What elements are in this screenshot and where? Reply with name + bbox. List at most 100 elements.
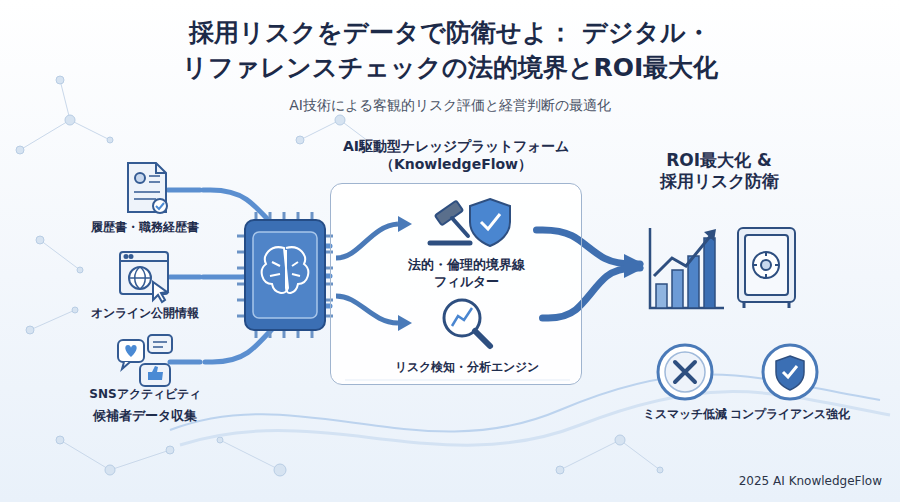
safe-icon: [738, 228, 795, 308]
title: 採用リスクをデータで防衛せよ： デジタル・リファレンスチェックの法的境界とROI…: [0, 16, 900, 85]
inner-arrow-part: [398, 315, 412, 331]
ai-chip-part-part: [256, 330, 312, 338]
resume-icon-part: [128, 163, 166, 212]
engine-module: リスク検知・分析エンジン: [391, 296, 543, 378]
benefit-circle: ミスマッチ低減: [639, 343, 731, 425]
platform-box: 法的・倫理的境界線 フィルターリスク検知・分析エンジンAI駆動型ナレッジプラット…: [330, 183, 582, 385]
network-decoration-part-part: [166, 446, 174, 454]
magnifier-icon: [444, 300, 490, 346]
ai-chip-part-part: [256, 212, 312, 220]
mismatch-circle-part: [665, 352, 705, 392]
online-icon-part: [129, 267, 151, 289]
sns-icon-part: [125, 345, 136, 357]
platform-shade: [345, 380, 570, 381]
node-text: ミスマッチ低減: [643, 407, 727, 423]
ai-chip-part: [262, 247, 309, 293]
network-decoration: [16, 76, 663, 476]
mismatch-circle-part: [658, 345, 712, 399]
node-text: コンプライアンス強化: [730, 407, 850, 423]
resume-icon-part: [134, 176, 160, 199]
inner-arrow: [336, 216, 412, 331]
node-text: 履歴書・職務経歴書: [91, 220, 199, 236]
input-source: 履歴書・職務経歴書: [87, 160, 203, 238]
sns-icon-part: [122, 362, 130, 369]
online-icon-part: [153, 282, 167, 302]
filter-module: 法的・倫理的境界線 フィルター: [397, 193, 537, 293]
network-decoration-part-part: [615, 435, 625, 445]
ai-chip-part-part: [237, 236, 245, 316]
resume-icon-part: [153, 199, 167, 213]
resume-icon-part: [135, 173, 145, 183]
network-decoration-part-part: [26, 326, 34, 334]
network-decoration-part: [20, 80, 660, 470]
safe-icon-part: [753, 252, 779, 278]
ai-chip-part-part: [286, 247, 308, 293]
ai-chip-part: [237, 212, 333, 338]
network-decoration-part-part: [296, 136, 304, 144]
safe-icon-part: [745, 235, 788, 295]
group-label: 候補者データ収集: [93, 407, 197, 425]
safe-icon-part: [744, 302, 789, 308]
subtitle: AI技術による客観的リスク評価と経営判断の最適化: [0, 97, 900, 115]
network-decoration-part-part: [274, 464, 286, 476]
gavel-shield-icon-part: [481, 214, 500, 229]
node-text: 法的・倫理的境界線 フィルター: [401, 257, 533, 291]
input-source: オンライン公開情報: [87, 248, 203, 324]
network-decoration-part-part: [16, 146, 24, 154]
safe-icon-part: [738, 228, 795, 302]
compliance-circle-part: [783, 366, 797, 377]
inner-arrow-part: [398, 216, 412, 232]
resume-icon-part: [156, 163, 166, 173]
connector: [543, 268, 641, 318]
node-text: オンライン公開情報: [91, 306, 199, 322]
network-decoration-part: [16, 76, 663, 476]
compliance-circle-part: [763, 345, 817, 399]
mismatch-circle-part: [675, 362, 695, 382]
network-decoration-part-part: [335, 115, 345, 125]
sns-icon-part: [140, 364, 170, 386]
wire-stub: [168, 190, 200, 362]
wire-stub-part: [170, 360, 200, 365]
benefit-circle: コンプライアンス強化: [726, 343, 854, 425]
node-text: ROI最大化 & 採用リスク防衛: [655, 150, 783, 193]
ai-chip-part: [253, 232, 317, 318]
connector: [537, 230, 641, 264]
input-source: SNSアクティビティ: [85, 333, 205, 405]
network-decoration-part-part: [105, 465, 115, 475]
gavel-shield-icon-part: [470, 199, 510, 246]
platform-shade-part: [345, 380, 570, 381]
gavel-shield-icon: [430, 199, 510, 246]
bar-chart-icon-part: [704, 229, 716, 241]
magnifier-icon-part: [452, 308, 472, 326]
online-icon-part: [120, 260, 168, 262]
online-icon-part: [130, 255, 133, 258]
safe-icon-part: [761, 260, 771, 270]
inner-arrow-part: [336, 224, 398, 258]
network-decoration-part-part: [217, 437, 223, 443]
network-decoration-part-part: [72, 307, 78, 313]
sns-icon-part: [153, 342, 167, 347]
safe-icon-part: [753, 252, 779, 278]
node-text: リスク検知・分析エンジン: [395, 360, 539, 376]
gavel-shield-icon-part: [435, 201, 463, 226]
footer-note: 2025 AI KnowledgeFlow: [739, 474, 882, 488]
network-decoration-part-part: [56, 436, 64, 444]
online-icon-part: [125, 255, 128, 258]
gavel-shield-icon-part: [452, 218, 468, 236]
platform-fill: [330, 183, 582, 385]
network-decoration-part-part: [65, 115, 75, 125]
bar-chart-icon-part: [656, 284, 667, 308]
bar-chart-icon: [650, 228, 724, 308]
sns-icon-part: [148, 335, 172, 353]
outcome-panel: ROI最大化 & 採用リスク防衛: [640, 150, 798, 315]
network-decoration-part-part: [77, 267, 83, 273]
compliance-circle: [763, 345, 817, 399]
ai-chip: [237, 212, 333, 338]
ai-chip-part-part: [270, 250, 300, 288]
wire-stub-part: [168, 188, 200, 193]
ai-chip-part: [245, 220, 325, 330]
network-decoration-part-part: [36, 236, 44, 244]
ai-chip-part-part: [325, 236, 333, 316]
sns-icon-part: [118, 340, 144, 362]
